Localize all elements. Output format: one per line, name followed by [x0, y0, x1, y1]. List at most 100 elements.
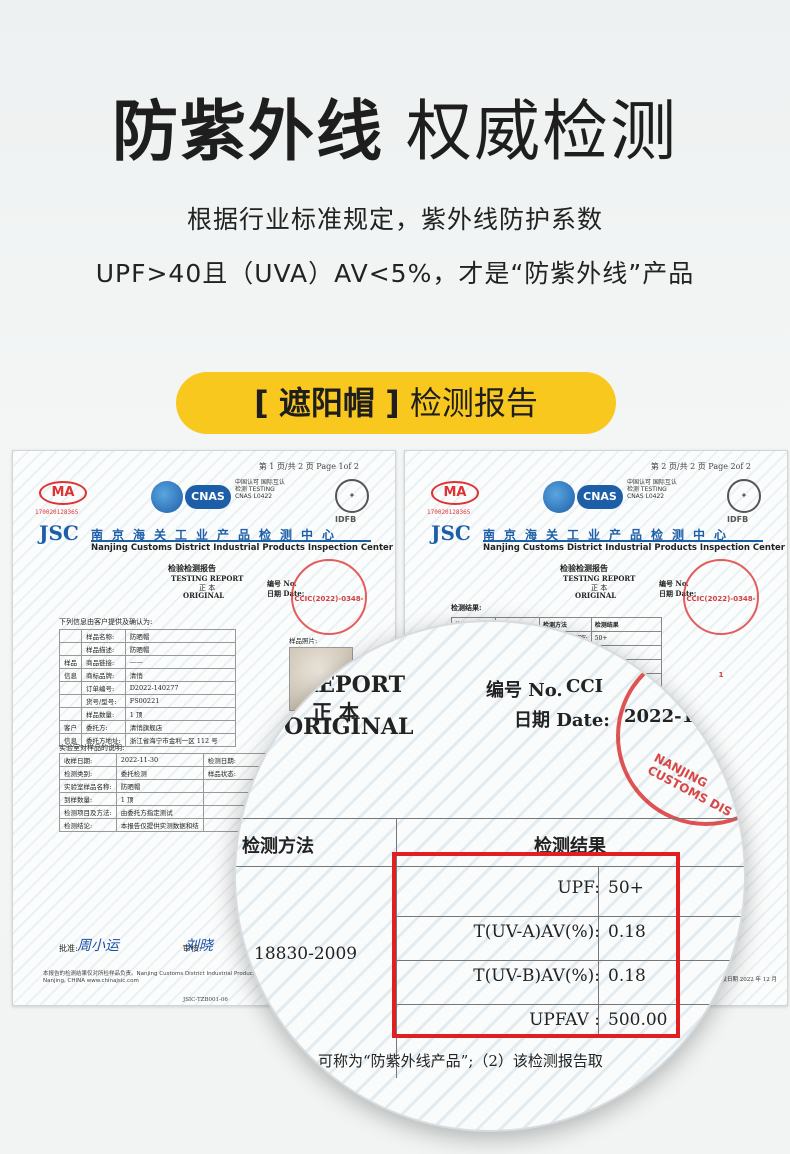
badge-product: 遮阳帽 — [278, 384, 375, 422]
row-key: 货号/型号: — [81, 694, 126, 708]
magnifier-circle: REPORT 正 本 ORIGINAL 编号 No. CCI 日期 Date: … — [234, 620, 746, 1132]
row-group — [59, 707, 82, 721]
row-group: 信息 — [59, 733, 82, 747]
report-no-label: 编号 No. — [267, 579, 297, 588]
results-value: 50+ — [590, 631, 662, 646]
row-value: FS00221 — [124, 694, 236, 708]
mag-result-label: 检测结果 — [534, 836, 606, 857]
table-row: 客户委托方:清悄旗舰店 — [59, 720, 236, 734]
table-row: 样品数量:1 顶 — [59, 707, 236, 721]
report-badge: [ 遮阳帽 ] 检测报告 — [176, 372, 616, 434]
row-key: 样品描述: — [81, 642, 126, 656]
mag-row-divider — [396, 916, 744, 917]
report-title-cn: 检验检测报告 — [560, 563, 608, 573]
table-row: 信息商标品牌:清悄 — [59, 668, 236, 682]
row-group: 样品 — [59, 655, 82, 669]
row-group — [59, 629, 82, 643]
row-key: 订单编号: — [81, 681, 126, 695]
row-value: 防晒帽 — [115, 779, 204, 793]
row-key: 样品数量: — [81, 707, 126, 721]
mag-row-key: UPF: — [557, 878, 600, 898]
table-row: 订单编号:D2022-140277 — [59, 681, 236, 695]
row-group: 客户 — [59, 720, 82, 734]
row-group — [59, 642, 82, 656]
review-label: 审核: — [182, 944, 202, 953]
row-value: D2022-140277 — [124, 681, 236, 695]
table-row: 样品商品链接:—— — [59, 655, 236, 669]
mag-row-value: 50+ — [608, 878, 644, 898]
row-value: 委托检测 — [115, 766, 204, 780]
red-stamp: CCIC(2022)-0348-1 — [683, 559, 759, 679]
row-value: 由委托方指定测试 — [115, 805, 204, 819]
badge-label: 检测报告 — [409, 384, 538, 422]
title-bold: 防紫外线 — [112, 93, 384, 170]
table-row: 样品名称:防晒帽 — [59, 629, 236, 643]
row-key: 委托方: — [81, 720, 126, 734]
badge-bracket-close: ] — [385, 384, 400, 422]
mag-zheng: 正 本 — [312, 700, 359, 724]
mag-divider — [598, 866, 599, 1036]
table-row: 货号/型号:FS00221 — [59, 694, 236, 708]
jsc-logo: JSC — [39, 521, 79, 545]
subtitle-line-1: 根据行业标准规定，紫外线防护系数 — [186, 205, 603, 234]
row-value: 防晒帽 — [124, 629, 236, 643]
mag-row-divider — [396, 960, 744, 961]
row-key: 检测结论: — [59, 818, 117, 832]
cma-number: 170020128365 — [35, 509, 79, 516]
cnas-text: 中国认可 国际互认 检测 TESTING CNAS L0422 — [627, 479, 677, 500]
mag-divider — [236, 818, 744, 819]
table-row: 信息委托方地址:浙江省海宁市金利一区 112 号 — [59, 733, 236, 747]
globe-icon — [151, 481, 183, 513]
mag-report: REPORT — [300, 672, 406, 698]
table-title: 下列信息由客户提供及确认为: — [59, 618, 153, 626]
cma-number: 170020128365 — [427, 509, 471, 516]
idfb-label: IDFB — [335, 515, 357, 524]
report-original-en: ORIGINAL — [183, 591, 225, 600]
row-value: 2022-11-30 — [115, 753, 204, 767]
mag-divider — [236, 866, 744, 867]
cnas-logo: CNAS — [577, 485, 623, 509]
footer-code: JSIC-TZB001-06 — [183, 997, 228, 1003]
results-title: 检测结果: — [451, 603, 482, 612]
red-stamp: CCIC(2022)-0348-1 — [291, 559, 367, 679]
approval-row: 批准: 审核: — [59, 943, 202, 954]
row-key: 检测类别: — [59, 766, 117, 780]
report-original-cn: 正 本 — [199, 584, 216, 592]
divider — [483, 540, 763, 542]
report-title-cn: 检验检测报告 — [168, 563, 216, 573]
table-row: 实验室样品名称:防晒帽 — [59, 779, 274, 793]
row-value: 清悄 — [124, 668, 236, 682]
mag-method-label: 检测方法 — [242, 836, 314, 857]
row-group — [59, 694, 82, 708]
mag-row-value: 0.18 — [608, 966, 646, 986]
approve-label: 批准: — [59, 944, 78, 953]
center-name-cn: 南京海关工业产品检测中心 — [91, 528, 344, 542]
idfb-seal-icon: ✦ — [727, 479, 761, 513]
sample-info-table: 样品名称:防晒帽样品描述:防晒帽样品商品链接:——信息商标品牌:清悄订单编号:D… — [59, 629, 236, 747]
mag-row-key: UPFAV : — [529, 1010, 600, 1030]
center-name-en: Nanjing Customs District Industrial Prod… — [91, 543, 393, 553]
divider — [91, 540, 371, 542]
report-title-en: TESTING REPORT — [563, 574, 636, 583]
table-row: 样品描述:防晒帽 — [59, 642, 236, 656]
row-group — [59, 681, 82, 695]
row-key: 商品链接: — [81, 655, 126, 669]
footer-text: 本报告的检测结果仅对所检样品负责。Nanjing Customs Distric… — [43, 971, 365, 984]
highlight-box — [392, 852, 680, 1038]
report-original-cn: 正 本 — [591, 584, 608, 592]
cma-logo: MA — [39, 481, 87, 505]
report-title-en: TESTING REPORT — [171, 574, 244, 583]
center-name-cn: 南京海关工业产品检测中心 — [483, 528, 736, 542]
page-number: 第 2 页/共 2 页 Page 2of 2 — [650, 462, 751, 471]
globe-icon — [543, 481, 575, 513]
mag-original: ORIGINAL — [284, 714, 414, 740]
issue-date-text: 报告签发日期 2022 年 12 月 — [705, 977, 777, 983]
row-key: 到样数量: — [59, 792, 117, 806]
row-value: 1 顶 — [115, 792, 204, 806]
row-group: 信息 — [59, 668, 82, 682]
page-title: 防紫外线权威检测 — [0, 78, 790, 174]
row-key: 样品名称: — [81, 629, 126, 643]
mag-row-key: T(UV-A)AV(%): — [473, 922, 600, 942]
report-original-en: ORIGINAL — [575, 591, 617, 600]
